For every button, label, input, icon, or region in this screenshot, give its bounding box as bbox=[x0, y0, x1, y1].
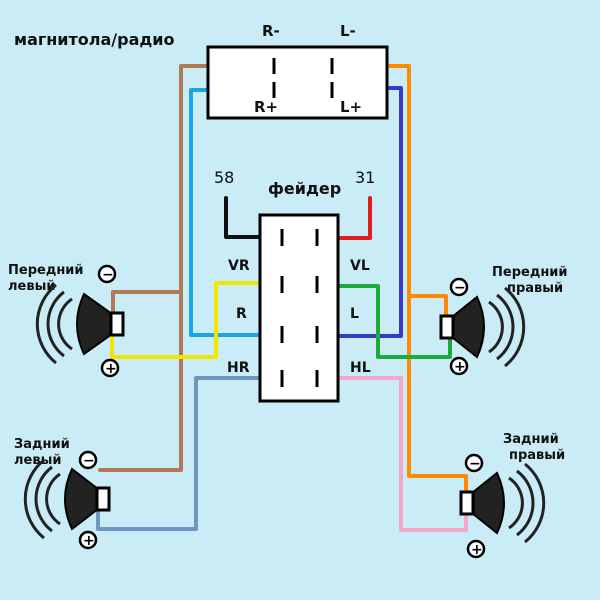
speaker-rear-right: Задний правый − + bbox=[459, 432, 565, 559]
label-hl: HL bbox=[350, 360, 371, 376]
rear-left-label-line2: левый bbox=[14, 453, 61, 468]
label-l-minus: L- bbox=[340, 22, 356, 40]
polarity-minus-sign: − bbox=[469, 456, 481, 472]
polarity-plus-icon bbox=[466, 539, 486, 559]
front-left-label-line1: Передний bbox=[8, 263, 84, 278]
polarity-minus-sign: − bbox=[454, 280, 466, 296]
fader-title: фейдер bbox=[268, 179, 341, 198]
polarity-minus-sign: − bbox=[102, 267, 114, 283]
speaker-front-right: Передний правый − + bbox=[439, 265, 568, 376]
polarity-plus-icon bbox=[100, 358, 120, 378]
label-vr: VR bbox=[228, 258, 250, 274]
polarity-plus-sign: + bbox=[454, 359, 466, 375]
label-r: R bbox=[236, 306, 247, 322]
diagram-title: магнитола/радио bbox=[14, 30, 175, 49]
wire-green bbox=[316, 284, 452, 359]
wire-yellow bbox=[110, 281, 280, 359]
speaker-magnet-icon bbox=[459, 490, 475, 516]
polarity-minus-icon bbox=[464, 453, 484, 473]
rear-right-label-line2: правый bbox=[509, 448, 565, 463]
speaker-magnet-icon bbox=[109, 311, 125, 337]
fader-box bbox=[258, 213, 340, 403]
speaker-wave-icon bbox=[496, 293, 515, 361]
speaker-wave-icon bbox=[45, 472, 61, 526]
label-hr: HR bbox=[227, 360, 250, 376]
wire-pink bbox=[316, 376, 468, 532]
speaker-cone-icon bbox=[471, 471, 505, 535]
speaker-wave-icon bbox=[516, 469, 535, 537]
rear-left-label-line1: Задний bbox=[14, 437, 70, 452]
polarity-minus-icon bbox=[78, 450, 98, 470]
speaker-magnet-icon bbox=[95, 486, 111, 512]
speaker-wave-icon bbox=[57, 297, 73, 351]
front-right-label-line2: правый bbox=[507, 281, 563, 296]
front-right-label-line1: Передний bbox=[492, 265, 568, 280]
wire-orange-front-right bbox=[407, 294, 448, 320]
label-vl: VL bbox=[350, 258, 370, 274]
speaker-cone-icon bbox=[76, 292, 113, 356]
label-pin-58: 58 bbox=[214, 168, 234, 187]
speaker-magnet-icon bbox=[439, 314, 455, 340]
polarity-plus-sign: + bbox=[83, 533, 95, 549]
polarity-minus-sign: − bbox=[83, 453, 95, 469]
polarity-minus-icon bbox=[449, 277, 469, 297]
speaker-cone-icon bbox=[451, 295, 485, 359]
radio-box bbox=[206, 45, 389, 120]
speaker-wave-icon bbox=[35, 283, 57, 365]
label-pin-31: 31 bbox=[355, 168, 375, 187]
polarity-plus-icon bbox=[78, 530, 98, 550]
speaker-wave-icon bbox=[46, 290, 65, 358]
label-r-minus: R- bbox=[262, 22, 280, 40]
speaker-wave-icon bbox=[34, 465, 53, 533]
rear-right-label-line1: Задний bbox=[503, 432, 559, 447]
speaker-wave-icon bbox=[508, 476, 524, 530]
polarity-minus-icon bbox=[97, 264, 117, 284]
radio-unit: R- L- R+ L+ bbox=[206, 22, 389, 120]
front-left-label-line2: левый bbox=[8, 279, 55, 294]
label-l: L bbox=[350, 306, 359, 322]
fader-unit: 58 31 фейдер VR R HR VL L HL bbox=[214, 168, 375, 403]
label-l-plus: L+ bbox=[340, 98, 362, 116]
polarity-plus-sign: + bbox=[471, 542, 483, 558]
speaker-rear-left: Задний левый − + bbox=[14, 437, 111, 550]
speaker-front-left: Передний левый − + bbox=[8, 263, 125, 378]
speaker-wave-icon bbox=[504, 286, 526, 368]
speaker-cone-icon bbox=[64, 467, 99, 531]
speaker-wave-icon bbox=[524, 462, 546, 544]
wire-steel bbox=[96, 376, 280, 531]
wire-brown-front-left bbox=[111, 290, 183, 322]
label-r-plus: R+ bbox=[254, 98, 278, 116]
polarity-plus-icon bbox=[449, 356, 469, 376]
speaker-wave-icon bbox=[488, 300, 504, 354]
speaker-wave-icon bbox=[23, 458, 45, 540]
polarity-plus-sign: + bbox=[105, 361, 117, 377]
